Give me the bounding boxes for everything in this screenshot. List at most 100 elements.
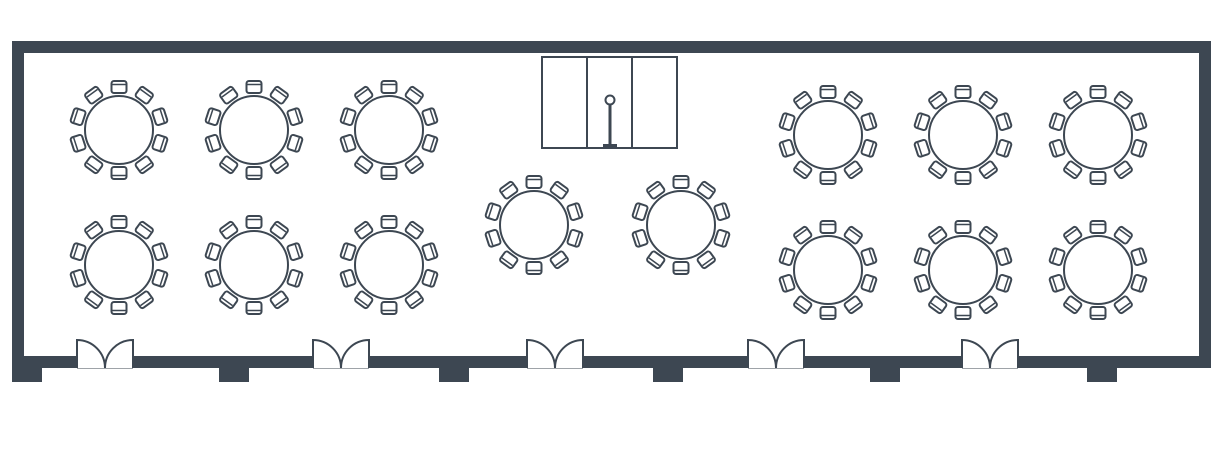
chair-icon	[1089, 171, 1107, 185]
door-leaf-right	[104, 338, 134, 369]
chair-icon	[525, 175, 543, 189]
microphone-stand	[608, 105, 612, 145]
chair-icon	[339, 107, 357, 127]
table-group	[913, 85, 1013, 185]
chair-icon	[860, 112, 878, 132]
chair-icon	[713, 228, 731, 248]
chair-icon	[110, 215, 128, 229]
chair-icon	[549, 180, 569, 200]
chair-icon	[913, 112, 931, 132]
chair-icon	[978, 295, 998, 315]
chair-icon	[69, 242, 87, 262]
chair-icon	[69, 133, 87, 153]
chair-icon	[995, 247, 1013, 267]
chair-icon	[286, 268, 304, 288]
chair-icon	[219, 155, 239, 175]
chair-icon	[110, 80, 128, 94]
chair-icon	[860, 247, 878, 267]
chair-icon	[793, 295, 813, 315]
table-group	[778, 220, 878, 320]
chair-icon	[793, 90, 813, 110]
chair-icon	[421, 242, 439, 262]
chair-icon	[151, 268, 169, 288]
chair-icon	[819, 85, 837, 99]
chair-icon	[1063, 295, 1083, 315]
chair-icon	[696, 250, 716, 270]
round-table-icon	[84, 95, 154, 165]
chair-icon	[1130, 112, 1148, 132]
wall-left	[12, 41, 24, 368]
chair-icon	[1130, 138, 1148, 158]
table-group	[339, 80, 439, 180]
chair-icon	[84, 155, 104, 175]
chair-icon	[219, 220, 239, 240]
chair-icon	[151, 107, 169, 127]
chair-icon	[778, 247, 796, 267]
chair-icon	[566, 228, 584, 248]
round-table-icon	[793, 100, 863, 170]
chair-icon	[269, 290, 289, 310]
column	[219, 356, 249, 382]
columns	[12, 356, 1117, 382]
chair-icon	[713, 202, 731, 222]
column	[653, 356, 683, 382]
chair-icon	[672, 175, 690, 189]
table-group	[1048, 85, 1148, 185]
chair-icon	[1130, 247, 1148, 267]
chair-icon	[1113, 295, 1133, 315]
chair-icon	[286, 133, 304, 153]
round-table-icon	[354, 230, 424, 300]
double-door-icon	[76, 338, 134, 369]
chair-icon	[1130, 273, 1148, 293]
chair-icon	[631, 228, 649, 248]
chair-icon	[860, 273, 878, 293]
chair-icon	[1048, 247, 1066, 267]
chair-icon	[978, 160, 998, 180]
chair-icon	[843, 90, 863, 110]
round-table-icon	[1063, 100, 1133, 170]
chair-icon	[245, 166, 263, 180]
chair-icon	[354, 220, 374, 240]
chair-icon	[1048, 273, 1066, 293]
column	[1087, 356, 1117, 382]
chair-icon	[286, 242, 304, 262]
table-group	[631, 175, 731, 275]
chair-icon	[978, 225, 998, 245]
chair-icon	[339, 242, 357, 262]
chair-icon	[843, 295, 863, 315]
round-table-icon	[499, 190, 569, 260]
chair-icon	[499, 180, 519, 200]
column	[870, 356, 900, 382]
chair-icon	[269, 220, 289, 240]
chair-icon	[151, 242, 169, 262]
wall-bottom	[12, 356, 1211, 368]
chair-icon	[354, 290, 374, 310]
chair-icon	[913, 138, 931, 158]
chair-icon	[1089, 306, 1107, 320]
chair-icon	[1048, 138, 1066, 158]
door-leaf-right	[554, 338, 584, 369]
microphone-head	[604, 94, 616, 106]
table-group	[69, 80, 169, 180]
chair-icon	[843, 160, 863, 180]
chair-icon	[134, 155, 154, 175]
chair-icon	[978, 90, 998, 110]
chair-icon	[819, 220, 837, 234]
table-group	[913, 220, 1013, 320]
chair-icon	[995, 138, 1013, 158]
chair-icon	[404, 290, 424, 310]
chair-icon	[778, 273, 796, 293]
column	[439, 356, 469, 382]
chair-icon	[421, 268, 439, 288]
chair-icon	[484, 228, 502, 248]
chair-icon	[913, 247, 931, 267]
chair-icon	[354, 155, 374, 175]
chair-icon	[69, 107, 87, 127]
chair-icon	[954, 220, 972, 234]
chair-icon	[1113, 160, 1133, 180]
chair-icon	[549, 250, 569, 270]
podium-icon	[603, 94, 617, 148]
chair-icon	[995, 273, 1013, 293]
chair-icon	[204, 268, 222, 288]
